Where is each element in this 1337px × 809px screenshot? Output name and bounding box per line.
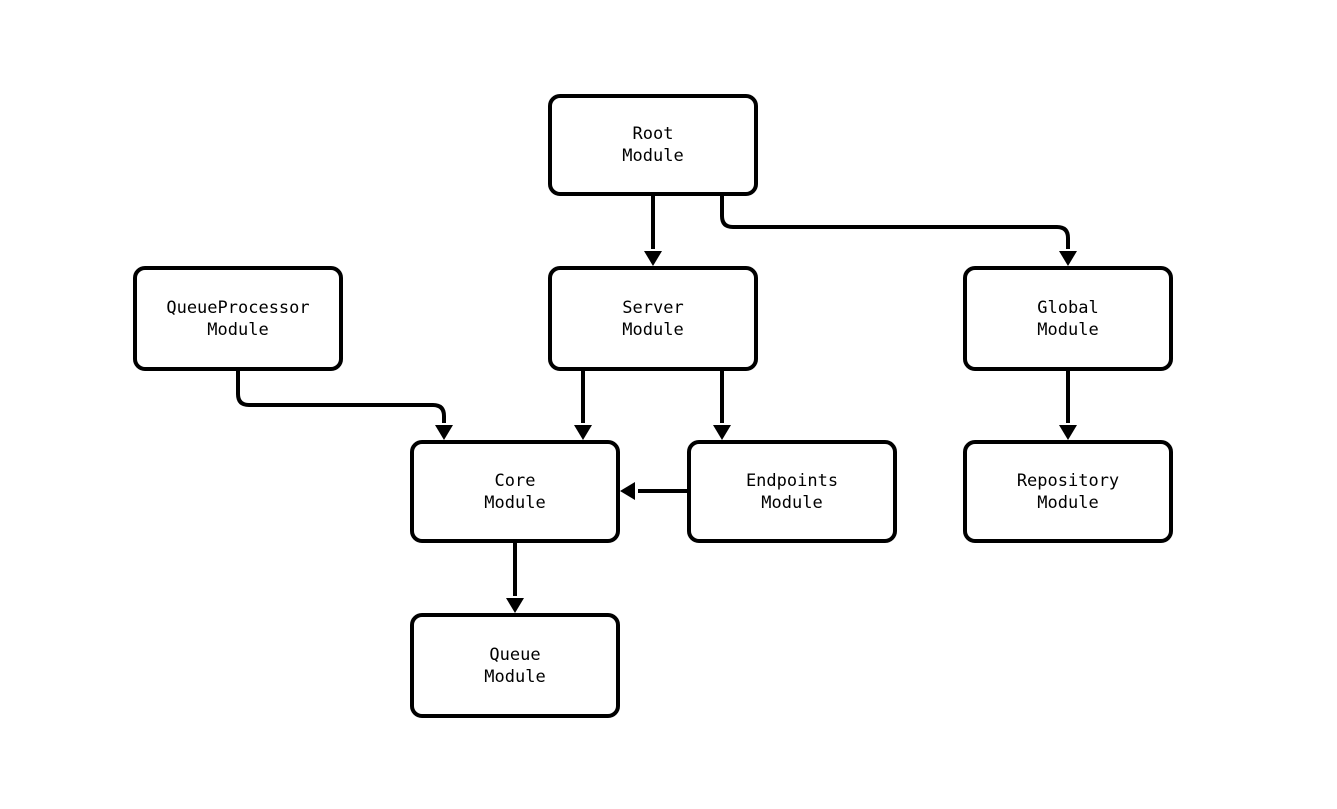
node-queueprocessor-module[interactable]: QueueProcessor Module <box>133 266 343 371</box>
node-queue-module[interactable]: Queue Module <box>410 613 620 718</box>
node-root-module-label: Root Module <box>622 124 684 166</box>
node-queueprocessor-module-label: QueueProcessor Module <box>166 297 310 340</box>
arrowhead-endpoints-core <box>620 482 635 500</box>
node-server-module[interactable]: Server Module <box>548 266 758 371</box>
node-root-module[interactable]: Root Module <box>548 94 758 196</box>
node-repository-module[interactable]: Repository Module <box>963 440 1173 543</box>
arrowhead-server-endpoints <box>713 425 731 440</box>
arrowhead-global-repository <box>1059 425 1077 440</box>
node-core-module[interactable]: Core Module <box>410 440 620 543</box>
node-server-module-label: Server Module <box>622 297 684 340</box>
node-endpoints-module-label: Endpoints Module <box>745 470 839 513</box>
arrowhead-queueprocessor-core <box>435 425 453 440</box>
node-repository-module-label: Repository Module <box>1016 470 1120 513</box>
node-global-module-label: Global Module <box>1037 297 1099 340</box>
edge-root-to-global <box>720 196 1070 249</box>
arrowhead-root-server <box>644 251 662 266</box>
arrowhead-root-global <box>1059 251 1077 266</box>
arrowhead-core-queue <box>506 598 524 613</box>
arrowhead-server-core <box>574 425 592 440</box>
node-global-module[interactable]: Global Module <box>963 266 1173 371</box>
node-core-module-label: Core Module <box>484 470 546 513</box>
edge-queueprocessor-to-core <box>236 371 446 423</box>
node-endpoints-module[interactable]: Endpoints Module <box>687 440 897 543</box>
node-queue-module-label: Queue Module <box>484 644 546 687</box>
